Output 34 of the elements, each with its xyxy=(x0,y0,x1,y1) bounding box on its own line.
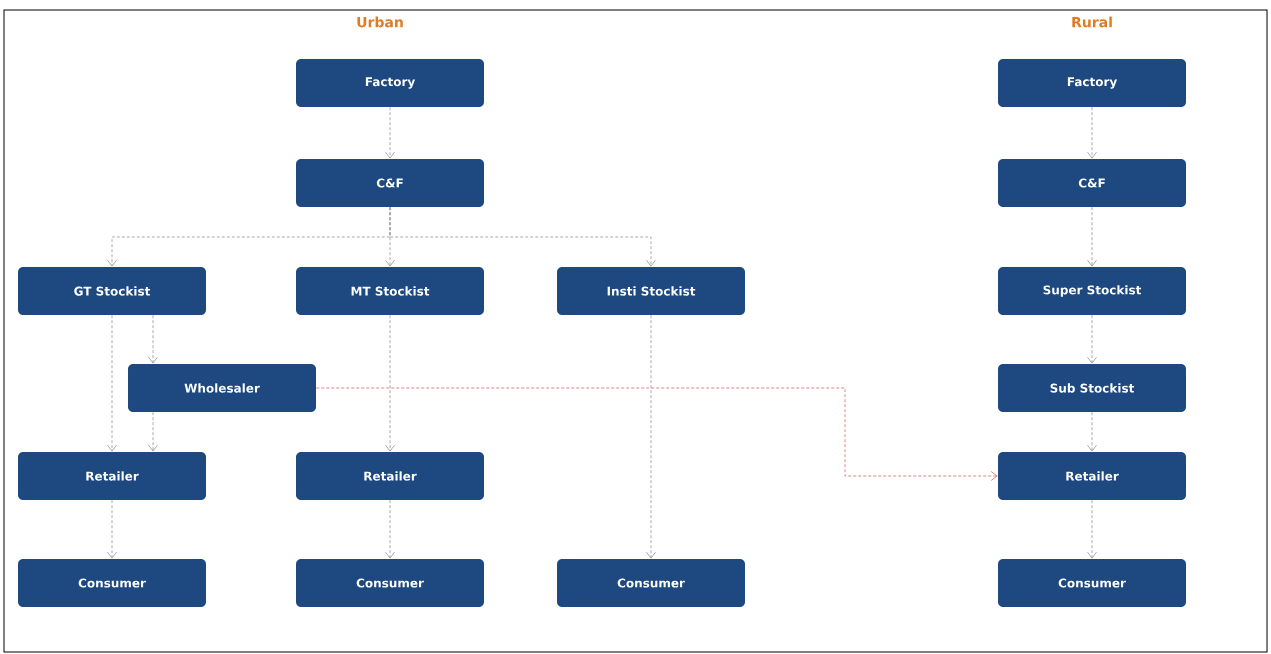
process-box: Retailer xyxy=(998,452,1186,500)
process-box: C&F xyxy=(296,159,484,207)
process-box: Wholesaler xyxy=(128,364,316,412)
process-box: Retailer xyxy=(296,452,484,500)
process-box: C&F xyxy=(998,159,1186,207)
arrow xyxy=(1087,499,1097,559)
process-box: MT Stockist xyxy=(296,267,484,315)
column-heading: Urban xyxy=(357,16,403,28)
process-box: Factory xyxy=(296,59,484,107)
arrow xyxy=(107,314,117,452)
process-box: Retailer xyxy=(18,452,206,500)
arrow xyxy=(315,387,998,481)
arrow xyxy=(646,314,656,559)
process-box: Super Stockist xyxy=(998,267,1186,315)
arrow xyxy=(385,314,395,452)
arrow xyxy=(1087,314,1097,364)
process-box: Consumer xyxy=(998,559,1186,607)
process-box: Consumer xyxy=(18,559,206,607)
arrow xyxy=(107,499,117,559)
column-heading: Rural xyxy=(1072,16,1112,28)
arrow xyxy=(1087,106,1097,159)
arrow xyxy=(1087,411,1097,452)
arrow xyxy=(148,314,158,364)
process-box: Sub Stockist xyxy=(998,364,1186,412)
arrow xyxy=(389,206,656,267)
arrow xyxy=(148,411,158,452)
process-box: Consumer xyxy=(296,559,484,607)
process-box: Factory xyxy=(998,59,1186,107)
arrow xyxy=(385,499,395,559)
arrow xyxy=(1087,206,1097,267)
process-box: GT Stockist xyxy=(18,267,206,315)
process-box: Consumer xyxy=(557,559,745,607)
process-box: Insti Stockist xyxy=(557,267,745,315)
arrow xyxy=(385,106,395,159)
